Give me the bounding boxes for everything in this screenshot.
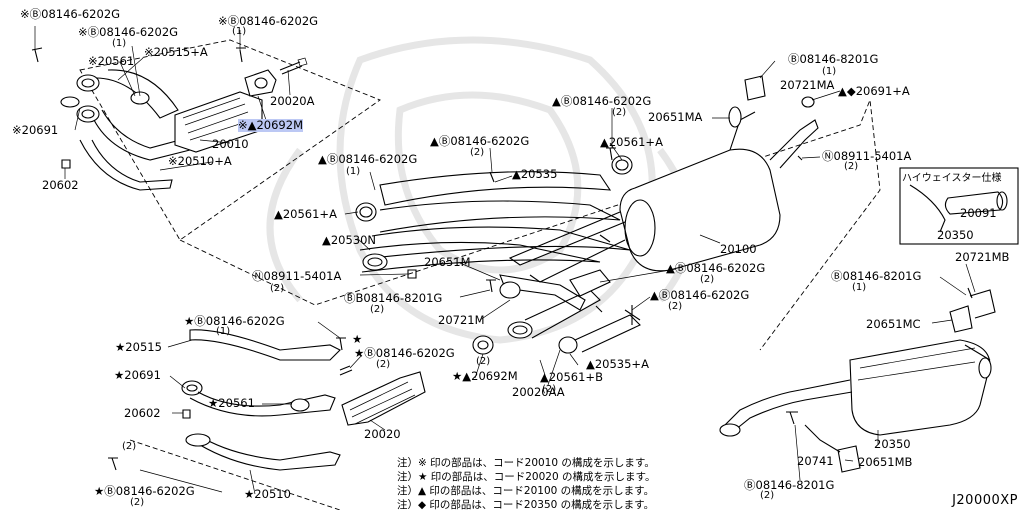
part-label: ▲Ⓑ08146-6202G bbox=[318, 152, 418, 166]
quantity-label: (2) bbox=[612, 107, 627, 118]
part-label: Ⓑ08146-8201G bbox=[744, 478, 835, 492]
part-label: ※20561 bbox=[88, 54, 135, 68]
part-label: ※20691 bbox=[12, 123, 59, 137]
part-label: 20020 bbox=[364, 427, 401, 441]
part-label: Ⓝ08911-5401A bbox=[252, 269, 342, 283]
part-label: ▲20561+A bbox=[600, 135, 663, 149]
quantity-label: (1) bbox=[852, 282, 867, 293]
group-20020-boundary bbox=[129, 439, 341, 510]
part-label: ▲Ⓑ08146-6202G bbox=[430, 134, 530, 148]
quantity-label: (2) bbox=[130, 497, 145, 508]
part-label: ▲20535+A bbox=[586, 357, 649, 371]
part-label: ★▲20692M bbox=[452, 369, 518, 383]
part-label: Ⓝ08911-5401A bbox=[822, 149, 912, 163]
quantity-label: (2) bbox=[760, 490, 775, 501]
quantity-label: (2) bbox=[476, 356, 491, 367]
part-label: 20741 bbox=[797, 454, 834, 468]
part-label: ※20510+A bbox=[168, 154, 232, 168]
part-label: 20602 bbox=[124, 406, 161, 420]
part-label: 20651MB bbox=[858, 455, 913, 469]
note-line: 注）※ 印の部品は、コード20010 の構成を示します。 bbox=[397, 457, 655, 469]
part-label: Ⓑ08146-8201G bbox=[788, 52, 879, 66]
part-label: 20651MC bbox=[866, 317, 921, 331]
part-label: ★Ⓑ08146-6202G bbox=[94, 484, 195, 498]
part-label: ⒷB08146-8201G bbox=[344, 291, 443, 305]
part-label: 20602 bbox=[42, 178, 79, 192]
watermark-emblem bbox=[266, 36, 694, 344]
part-label: ▲20530N bbox=[322, 233, 377, 247]
quantity-label: (1) bbox=[216, 326, 231, 337]
part-label: ※20515+A bbox=[144, 45, 208, 59]
diagram-code: J20000XP bbox=[952, 493, 1018, 508]
part-label: ※Ⓑ08146-6202G bbox=[20, 7, 121, 21]
quantity-label: (2) bbox=[376, 359, 391, 370]
part-label: Ⓑ08146-8201G bbox=[831, 269, 922, 283]
part-label: 20100 bbox=[720, 242, 757, 256]
part-label: 20651M bbox=[424, 255, 471, 269]
quantity-label: (1) bbox=[232, 26, 247, 37]
quantity-label: (1) bbox=[112, 38, 127, 49]
quantity-label: (2) bbox=[844, 161, 859, 172]
highway-star-inset bbox=[899, 167, 1019, 245]
part-label: 20020A bbox=[270, 94, 315, 108]
part-label: 20651MA bbox=[648, 110, 703, 124]
front-pipe-parts bbox=[355, 171, 631, 273]
quantity-label: (2) bbox=[668, 301, 683, 312]
part-label: 20721MB bbox=[955, 250, 1010, 264]
part-label: ▲Ⓑ08146-6202G bbox=[666, 261, 766, 275]
main-muffler-20100 bbox=[508, 75, 819, 283]
quantity-label: (2) bbox=[270, 283, 285, 294]
quantity-label: (1) bbox=[822, 66, 837, 77]
quantity-label: (2) bbox=[122, 441, 137, 452]
part-label: ※▲20692M bbox=[238, 118, 303, 132]
part-label: ▲20535 bbox=[512, 167, 558, 181]
part-label: ▲Ⓑ08146-6202G bbox=[552, 94, 652, 108]
part-label: ★20691 bbox=[114, 368, 161, 382]
group-20020-parts bbox=[108, 329, 426, 471]
center-pipe-parts bbox=[407, 269, 641, 355]
part-label: 20091 bbox=[960, 206, 997, 220]
part-label: ★20561 bbox=[208, 396, 255, 410]
note-line: 注）★ 印の部品は、コード20020 の構成を示します。 bbox=[397, 471, 656, 483]
part-label: ▲20561+A bbox=[274, 207, 337, 221]
group-20100-boundary bbox=[179, 99, 881, 351]
group-20010-boundary bbox=[79, 39, 381, 241]
part-label: ※Ⓑ08146-6202G bbox=[78, 25, 179, 39]
part-label: ★Ⓑ08146-6202G bbox=[184, 314, 285, 328]
part-label: 20020AA bbox=[512, 385, 565, 399]
part-label: 20721MA bbox=[780, 78, 835, 92]
part-label: 20350 bbox=[937, 228, 974, 242]
part-label: ★Ⓑ08146-6202G bbox=[354, 346, 455, 360]
part-label: ▲Ⓑ08146-6202G bbox=[650, 288, 750, 302]
note-line: 注）◆ 印の部品は、コード20350 の構成を示します。 bbox=[397, 499, 655, 510]
quantity-label: (2) bbox=[470, 147, 485, 158]
leader-lines bbox=[34, 26, 976, 495]
part-label: ★ bbox=[352, 332, 363, 346]
part-label: ※Ⓑ08146-6202G bbox=[218, 14, 319, 28]
quantity-label: (2) bbox=[700, 274, 715, 285]
group-20010-parts bbox=[31, 47, 308, 191]
quantity-label: (2) bbox=[370, 304, 385, 315]
part-label: 20010 bbox=[212, 137, 249, 151]
note-line: 注）▲ 印の部品は、コード20100 の構成を示します。 bbox=[397, 485, 655, 497]
quantity-label: (2) bbox=[542, 384, 557, 395]
sub-muffler-20350 bbox=[719, 287, 996, 473]
part-label: 20721M bbox=[438, 313, 485, 327]
part-label: ★20515 bbox=[115, 340, 162, 354]
legend-notes: 注）※ 印の部品は、コード20010 の構成を示します。 注）★ 印の部品は、コ… bbox=[397, 456, 655, 510]
part-label: ★20510 bbox=[244, 487, 291, 501]
quantity-label: (1) bbox=[346, 166, 361, 177]
part-label: 20350 bbox=[874, 437, 911, 451]
part-label: ▲◆20691+A bbox=[838, 84, 910, 98]
inset-title: ハイウェイスター仕様 bbox=[902, 173, 1002, 184]
part-label: ▲20561+B bbox=[540, 370, 603, 384]
